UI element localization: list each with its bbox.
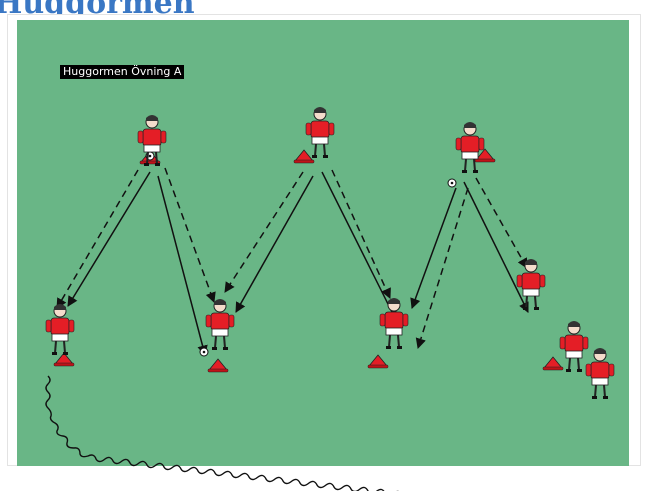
cone	[368, 355, 388, 368]
player	[380, 298, 408, 349]
dribble-line	[46, 376, 493, 491]
player	[306, 107, 334, 158]
cone	[294, 150, 314, 163]
player	[517, 259, 545, 310]
player	[46, 304, 74, 355]
cone	[208, 359, 228, 372]
ball	[200, 348, 208, 356]
dashed-run-lines	[57, 168, 527, 348]
player	[560, 321, 588, 372]
solid-pass-lines	[68, 172, 528, 355]
player	[206, 299, 234, 350]
ball	[448, 179, 456, 187]
player	[456, 122, 484, 173]
cone	[543, 357, 563, 370]
player	[586, 348, 614, 399]
players	[46, 107, 614, 399]
balls	[146, 152, 456, 356]
